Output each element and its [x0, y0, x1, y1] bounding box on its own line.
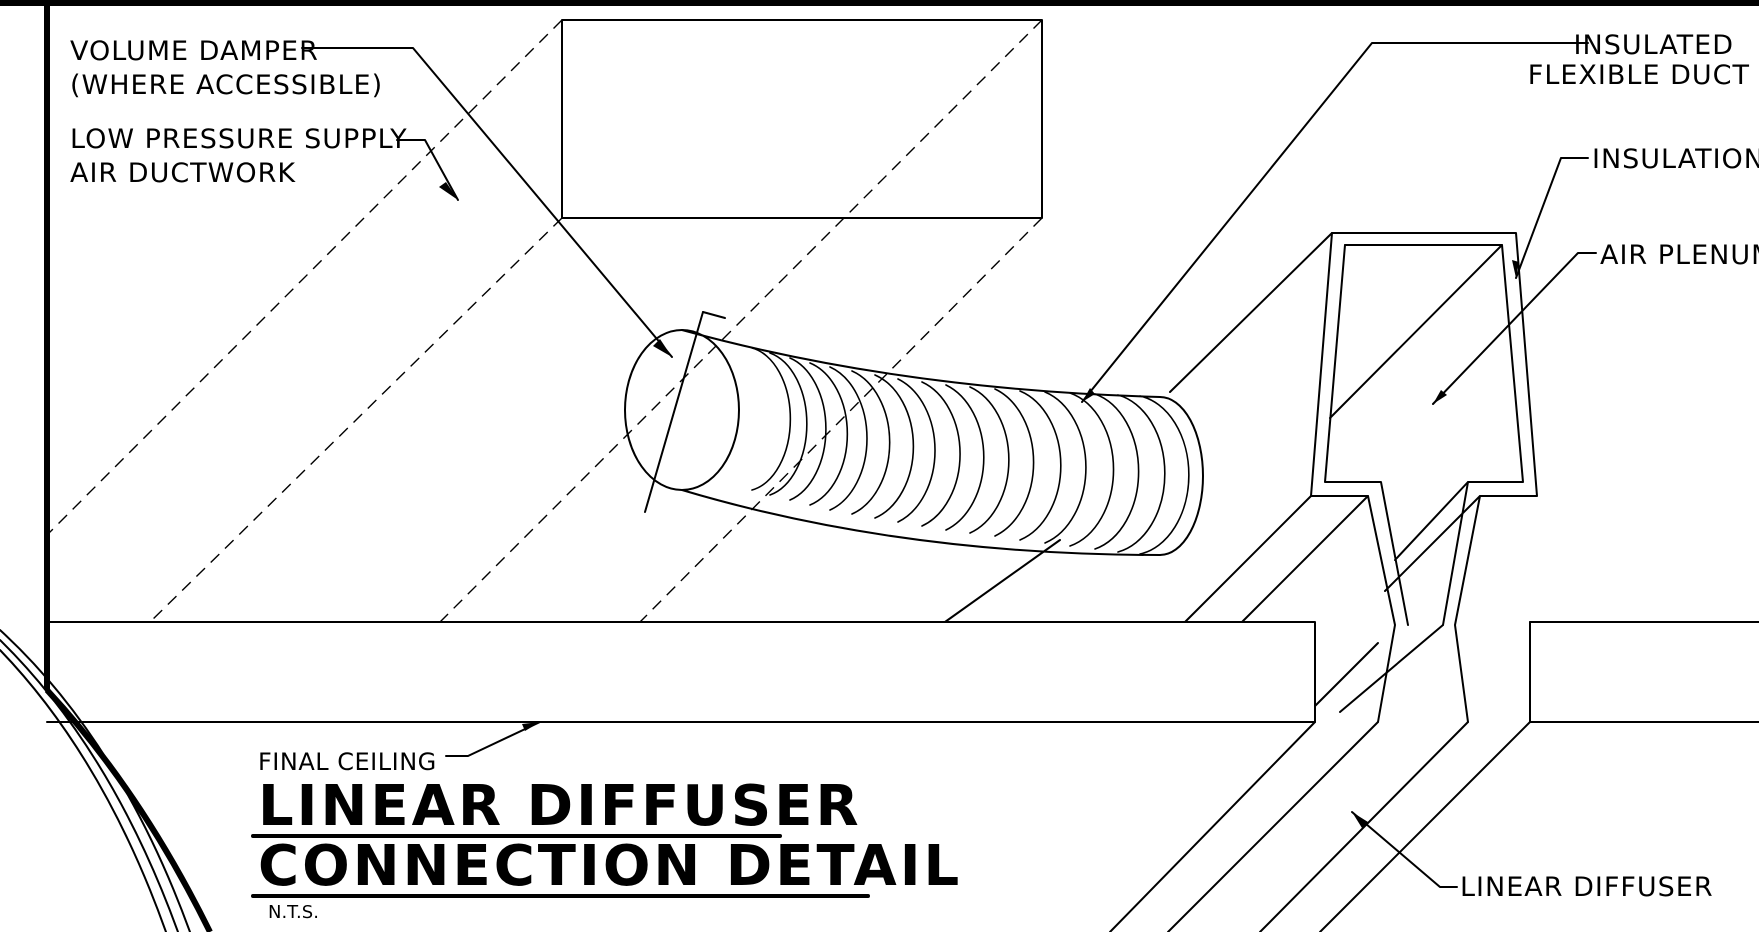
leader-lines: [301, 42, 1597, 888]
label-volume-damper: VOLUME DAMPER: [70, 36, 319, 67]
label-air-plenum: AIR PLENUM: [1600, 240, 1759, 271]
label-flex-duct-2: FLEXIBLE DUCT: [1528, 60, 1750, 91]
label-volume-damper-note: (WHERE ACCESSIBLE): [70, 70, 383, 101]
label-supply-duct: LOW PRESSURE SUPPLY: [70, 124, 408, 155]
ceiling: [46, 621, 1759, 723]
border-arcs: [0, 629, 213, 932]
linear-diffuser-body: [1109, 642, 1531, 932]
air-plenum: [944, 232, 1538, 723]
arrowheads: [439, 182, 1519, 828]
supply-duct: [46, 19, 1043, 623]
title-line-2: CONNECTION DETAIL: [258, 834, 962, 899]
label-linear-diffuser: LINEAR DIFFUSER: [1460, 872, 1714, 903]
scale-note: N.T.S.: [268, 902, 319, 923]
flexible-duct: [681, 329, 1204, 556]
title-line-1: LINEAR DIFFUSER: [258, 774, 862, 839]
label-flex-duct: INSULATED: [1574, 30, 1734, 61]
label-insulation: INSULATION: [1592, 144, 1759, 175]
volume-damper: [624, 311, 740, 513]
sheet-border: [0, 0, 1759, 690]
label-final-ceiling: FINAL CEILING: [258, 748, 437, 776]
label-supply-duct-2: AIR DUCTWORK: [70, 158, 296, 189]
